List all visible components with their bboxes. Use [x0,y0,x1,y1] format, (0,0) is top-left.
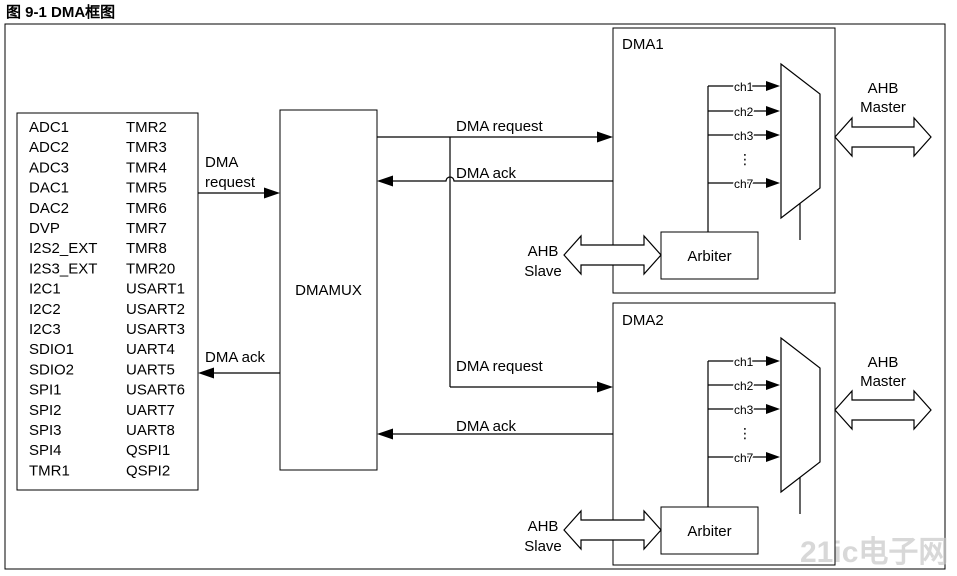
dma2-ch3-label: ch3 [734,403,754,417]
dma2-ack-arrowhead [377,428,393,440]
dma2-ch7-arrowhead [766,452,780,462]
peripheral-left-item: I2C1 [29,281,61,298]
peripheral-right-item: UART4 [126,341,175,358]
dma1-ack-arrowhead [377,175,393,187]
periph-request-label-line1: DMA [205,154,238,171]
peripheral-right-item: TMR2 [126,119,167,136]
peripheral-right-item: TMR7 [126,220,167,237]
peripheral-right-item: QSPI1 [126,442,170,459]
figure-title: 图 9-1 DMA框图 [6,3,115,21]
dma2-label: DMA2 [622,312,664,329]
peripheral-left-item: SDIO1 [29,341,74,358]
dma2-internals: ch1 ch2 ch3 ⋮ ch7 AHB Master Arbiter AHB… [524,336,932,555]
peripheral-left-item: I2S3_EXT [29,260,97,277]
dma2-ch1-label: ch1 [734,355,754,369]
dma2-ch1-arrowhead [766,356,780,366]
peripheral-left-item: SPI3 [29,422,62,439]
peripheral-right-item: TMR4 [126,159,167,176]
peripheral-left-item: DVP [29,220,60,237]
peripheral-left-item: ADC3 [29,159,69,176]
dma2-ack-label: DMA ack [456,418,517,435]
dma1-ack-label: DMA ack [456,165,517,182]
peripheral-right-item: UART5 [126,361,175,378]
peripheral-left-item: SPI4 [29,442,62,459]
dma2-ellipsis: ⋮ [738,425,752,441]
peripheral-left-item: I2C3 [29,321,61,338]
peripheral-left-item: SPI1 [29,382,62,399]
peripheral-left-item: I2C2 [29,301,61,318]
dma1-ch1-label: ch1 [734,80,754,94]
peripheral-right-item: USART6 [126,382,185,399]
dma2-request-arrowhead [597,381,613,393]
peripheral-left-item: ADC1 [29,119,69,136]
dma1-ahb-slave-label-line1: AHB [528,243,559,260]
dma2-ahb-master-arrow [834,389,932,431]
dma2-ch2-arrowhead [766,380,780,390]
peripheral-left-item: DAC1 [29,180,69,197]
peripheral-right-item: TMR6 [126,200,167,217]
dma1-request-label: DMA request [456,118,544,135]
peripheral-left-item: SDIO2 [29,361,74,378]
peripheral-right-item: USART3 [126,321,185,338]
peripheral-left-item: ADC2 [29,139,69,156]
peripheral-right-item: UART8 [126,422,175,439]
dma1-ch3-label: ch3 [734,129,754,143]
peripheral-left-item: TMR1 [29,462,70,479]
dma1-ch7-arrowhead [766,178,780,188]
dma2-ch3-arrowhead [766,404,780,414]
dma1-ch3-arrowhead [766,130,780,140]
outer-frame [4,23,946,570]
periph-ack-label: DMA ack [205,349,266,366]
dma2-ahb-slave-label-line1: AHB [528,518,559,535]
dma2-ahb-master-label-line2: Master [860,373,906,390]
dma1-ch1-arrowhead [766,81,780,91]
peripheral-right-column: TMR2TMR3TMR4TMR5TMR6TMR7TMR8TMR20USART1U… [126,119,185,479]
peripheral-left-item: SPI2 [29,402,62,419]
dma2-arbiter-box [660,506,759,555]
peripheral-right-item: USART2 [126,301,185,318]
peripheral-left-item: DAC2 [29,200,69,217]
dma1-ahb-master-label-line2: Master [860,99,906,116]
dmamux-box [279,109,378,471]
peripheral-right-item: TMR20 [126,260,175,277]
dma2-channel-mux [780,336,821,494]
dma1-request-arrowhead [597,131,613,143]
dma1-ahb-master-arrow [834,116,932,158]
peripheral-right-item: QSPI2 [126,462,170,479]
peripheral-right-item: USART1 [126,281,185,298]
dma2-ahb-master-label-line1: AHB [868,354,899,371]
peripheral-left-item: I2S2_EXT [29,240,97,257]
periph-ack-arrowhead [198,367,214,379]
dma2-ahb-slave-arrow [563,509,662,551]
peripheral-right-item: TMR8 [126,240,167,257]
periph-request-arrowhead [264,187,280,199]
peripheral-list-box [16,112,199,491]
dmamux-label: DMAMUX [295,282,362,299]
dma2-ch2-label: ch2 [734,379,754,393]
peripheral-right-item: TMR5 [126,180,167,197]
dma2-ahb-slave-label-line2: Slave [524,538,562,555]
dma1-ch7-label: ch7 [734,177,754,191]
dma1-ahb-slave-label-line2: Slave [524,263,562,280]
dma2-ch7-label: ch7 [734,451,754,465]
dma1-label: DMA1 [622,36,664,53]
dma1-ellipsis: ⋮ [738,151,752,167]
dma2-arbiter-label: Arbiter [687,523,731,540]
periph-request-label-line2: request [205,174,256,191]
dma1-ahb-master-label-line1: AHB [868,80,899,97]
peripheral-right-item: TMR3 [126,139,167,156]
dma1-ch2-label: ch2 [734,105,754,119]
watermark: 21ic电子网 [800,536,948,569]
peripheral-right-item: UART7 [126,402,175,419]
dma1-arbiter-label: Arbiter [687,248,731,265]
dma1-internals: ch1 ch2 ch3 ⋮ ch7 AHB Master Arbiter AHB… [524,62,932,280]
dma1-channel-mux [780,62,821,220]
dma2-request-label: DMA request [456,358,544,375]
dma1-ahb-slave-arrow [563,234,662,276]
dma1-ch2-arrowhead [766,106,780,116]
